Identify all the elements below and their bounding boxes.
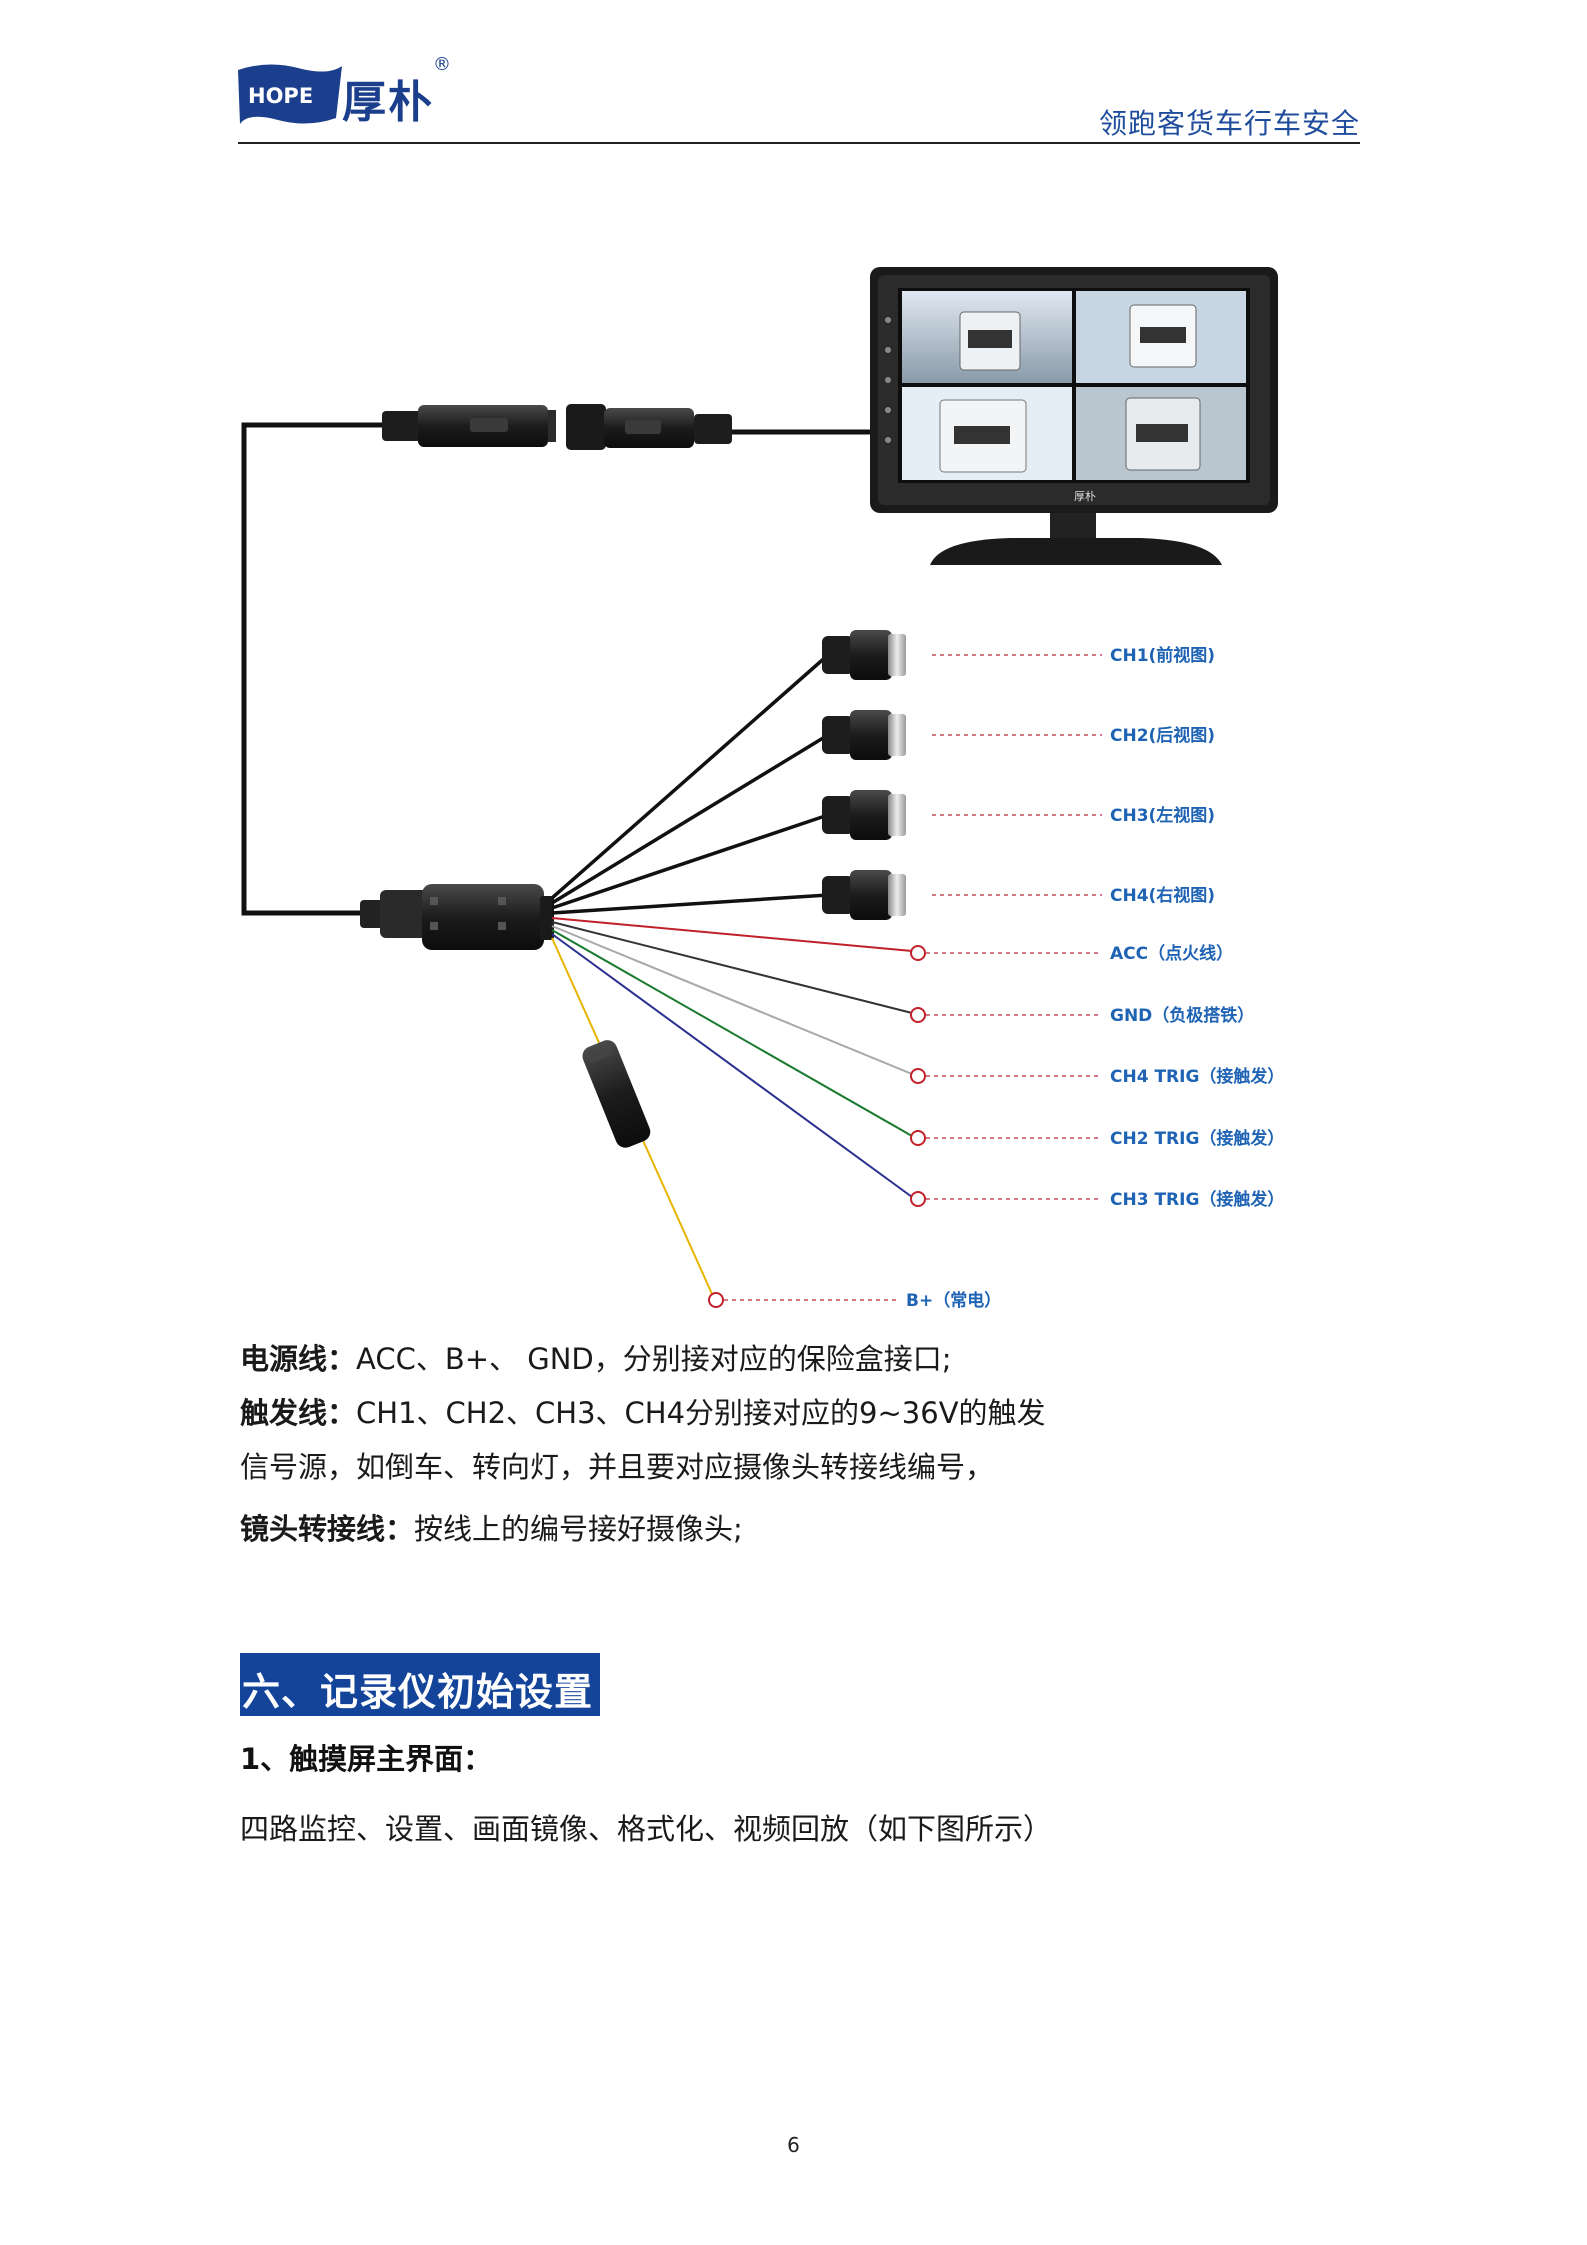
label-ch4-trig: CH4 TRIG（接触发） [1110, 1066, 1284, 1087]
section-heading: 六、记录仪初始设置 [242, 1661, 593, 1716]
trigger-line-text-2: 信号源，如倒车、转向灯，并且要对应摄像头转接线编号， [240, 1444, 994, 1486]
power-line-label: 电源线： [240, 1342, 356, 1376]
sub-heading: 1、触摸屏主界面： [240, 1736, 492, 1778]
label-ch2-trig: CH2 TRIG（接触发） [1110, 1128, 1284, 1149]
camera-connector-ch2 [822, 710, 906, 760]
acc-wire [552, 918, 912, 951]
lens-adapter-label: 镜头转接线： [240, 1512, 414, 1546]
aviation-connector-female [566, 404, 732, 450]
camera-connector-ch3 [822, 790, 906, 840]
label-ch1: CH1(前视图) [1110, 645, 1215, 666]
trigger-line-label: 触发线： [240, 1396, 356, 1430]
bplus-terminal [709, 1293, 723, 1307]
label-ch4: CH4(右视图) [1110, 885, 1215, 906]
ch3-trig-terminal [911, 1192, 925, 1206]
label-acc: ACC（点火线） [1110, 943, 1233, 964]
page-number: 6 [0, 2133, 1587, 2157]
ch2-trig-terminal [911, 1131, 925, 1145]
label-ch2: CH2(后视图) [1110, 725, 1215, 746]
lens-adapter-text: 按线上的编号接好摄像头; [414, 1512, 743, 1546]
trigger-line-paragraph: 触发线：CH1、CH2、CH3、CH4分别接对应的9~36V的触发 [240, 1390, 1046, 1432]
lens-adapter-paragraph: 镜头转接线：按线上的编号接好摄像头; [240, 1506, 743, 1548]
fuse-holder [579, 1037, 653, 1151]
label-ch3: CH3(左视图) [1110, 805, 1215, 826]
section-description: 四路监控、设置、画面镜像、格式化、视频回放（如下图所示） [240, 1806, 1052, 1848]
trigger-line-text-1: CH1、CH2、CH3、CH4分别接对应的9~36V的触发 [356, 1396, 1046, 1430]
ch4-trig-terminal [911, 1069, 925, 1083]
camera-connector-ch1 [822, 630, 906, 680]
power-line-paragraph: 电源线：ACC、B+、 GND，分别接对应的保险盒接口; [240, 1336, 952, 1378]
main-cable [244, 425, 872, 913]
camera-cables [552, 655, 828, 913]
wiring-diagram: 厚朴 [0, 0, 1587, 1330]
splitter-box [360, 884, 554, 950]
camera-connector-ch4 [822, 870, 906, 920]
monitor-brand-mark: 厚朴 [1074, 489, 1096, 503]
power-line-text: ACC、B+、 GND，分别接对应的保险盒接口; [356, 1342, 952, 1376]
label-ch3-trig: CH3 TRIG（接触发） [1110, 1189, 1284, 1210]
label-bplus: B+（常电） [906, 1290, 1001, 1311]
gnd-terminal [911, 1008, 925, 1022]
acc-terminal [911, 946, 925, 960]
monitor: 厚朴 [870, 267, 1278, 565]
aviation-connector-male [382, 405, 556, 447]
label-gnd: GND（负极搭铁） [1110, 1005, 1254, 1026]
